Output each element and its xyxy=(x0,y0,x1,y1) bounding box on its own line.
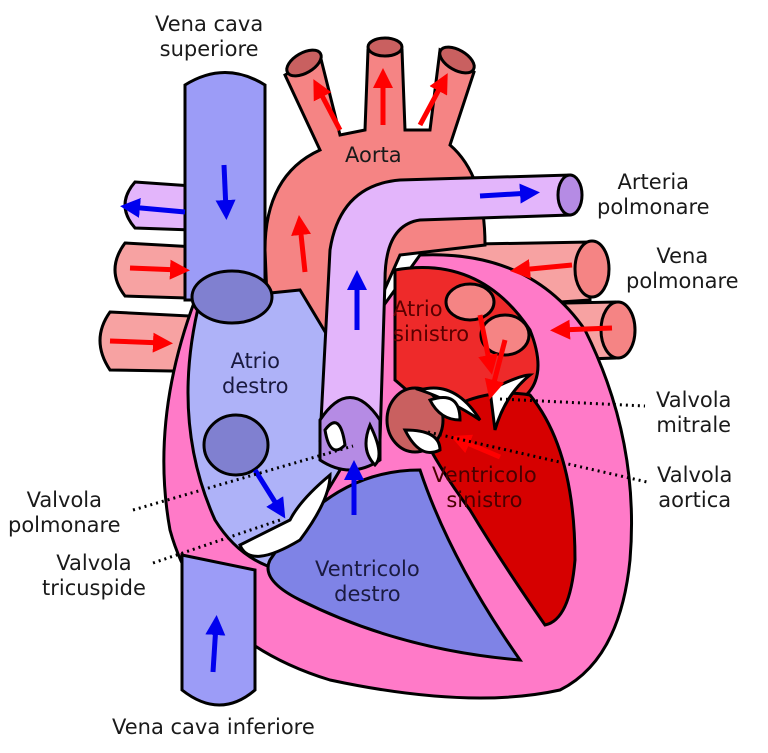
pulmonary-artery xyxy=(318,173,584,472)
label-atrio-sinistro: Atrio sinistro xyxy=(393,297,470,346)
label-ventricolo-destro: Ventricolo destro xyxy=(315,557,420,606)
label-vena-polmonare: Vena polmonare xyxy=(626,244,739,293)
label-arteria-polmonare: Arteria polmonare xyxy=(597,170,710,219)
label-ventricolo-sinistro: Ventricolo sinistro xyxy=(432,463,537,512)
label-aorta: Aorta xyxy=(345,143,402,167)
leader-lines xyxy=(132,397,648,565)
label-vena-cava-inferiore: Vena cava inferiore xyxy=(112,715,315,739)
label-valvola-aortica: Valvola aortica xyxy=(657,463,733,512)
label-atrio-destro: Atrio destro xyxy=(222,349,289,398)
label-valvola-tricuspide: Valvola tricuspide xyxy=(42,551,146,600)
blue-arrows xyxy=(120,164,540,673)
label-vena-cava-superiore: Vena cava superiore xyxy=(155,12,264,61)
red-arrows xyxy=(109,68,613,460)
label-valvola-polmonare: Valvola polmonare xyxy=(8,488,121,537)
left-atrium xyxy=(393,266,540,412)
label-valvola-mitrale: Valvola mitrale xyxy=(656,388,732,437)
right-ventricle xyxy=(266,468,524,662)
valves xyxy=(238,373,535,558)
